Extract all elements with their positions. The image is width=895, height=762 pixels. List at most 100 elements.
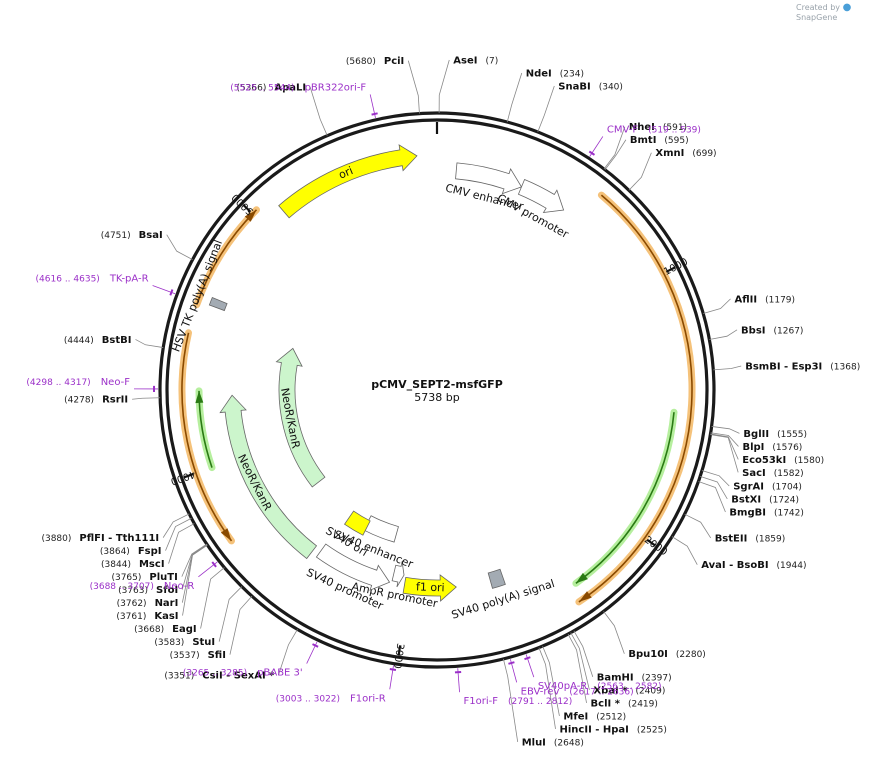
site-name: AflII xyxy=(735,294,758,305)
site-leader-bsmbi-esp3i xyxy=(713,365,742,371)
site-nari: NarI(3762) xyxy=(117,598,179,609)
site-leader-eagi xyxy=(200,567,225,629)
orf-arrowhead-3 xyxy=(244,209,257,222)
site-bbsi: BbsI(1267) xyxy=(741,325,803,336)
site-leader-rsrii xyxy=(132,397,161,400)
primer-leader-tk-pa-r xyxy=(152,285,176,295)
primer-name: CMV-F xyxy=(607,124,638,135)
site-bmgbi: BmgBI(1742) xyxy=(729,507,803,518)
feature-ampr-promoter xyxy=(391,561,405,588)
site-csii-sexai: CsiI - SexAI * (3351) xyxy=(164,671,275,682)
site-position: (2648) xyxy=(554,738,584,748)
primer-leader-pbr322ori-f xyxy=(369,94,376,118)
snapgene-logo-icon: ● xyxy=(842,2,852,13)
site-position: (1368) xyxy=(830,362,860,372)
tick-mark-1000 xyxy=(665,266,676,273)
site-bsai: BsaI(4751) xyxy=(101,230,163,241)
feature-sv40-promoter xyxy=(315,543,391,591)
site-position: (1576) xyxy=(772,443,802,453)
site-bglii: BglII(1555) xyxy=(743,429,807,440)
site-pflfi-tth111i: PflFI - Tth111I(3880) xyxy=(41,533,159,544)
site-leader-snabi xyxy=(537,85,555,133)
backbone-outer-strand xyxy=(158,111,716,669)
site-leader-apali xyxy=(309,86,328,136)
primer-cmv-f: CMV-F(519 .. 539) xyxy=(607,124,701,135)
site-name: AseI xyxy=(453,56,477,67)
site-name: MluI xyxy=(522,737,546,748)
primer-leader-f1ori-r xyxy=(389,665,394,690)
site-sfoi: SfoI(3763) xyxy=(118,585,178,596)
site-name: ApaLI xyxy=(274,83,306,94)
feature-label-ori: ori xyxy=(337,164,355,182)
primer-tk-pa-r: TK-pA-R(4616 .. 4635) xyxy=(36,274,149,285)
site-leader-bsteii xyxy=(684,513,712,539)
primer-name: F1ori-R xyxy=(350,693,386,704)
site-position: (699) xyxy=(692,149,716,159)
primer-f1ori-r: F1ori-R(3003 .. 3022) xyxy=(276,693,386,704)
site-name: BmgBI xyxy=(729,507,766,518)
site-position: (3763) xyxy=(118,586,148,596)
site-mlui: MluI (2648) xyxy=(522,737,584,748)
site-name: CsiI - SexAI * xyxy=(202,671,275,682)
site-leader-bcli xyxy=(567,633,587,703)
site-leader-bmti xyxy=(604,139,627,170)
orf-arrowhead-0 xyxy=(578,591,592,602)
site-name: SacI xyxy=(742,468,766,479)
feature-ori xyxy=(278,144,418,219)
site-apali: ApaLI(5366) xyxy=(236,83,306,94)
site-leader-nhei xyxy=(603,126,626,170)
site-position: (7) xyxy=(485,57,498,67)
site-leader-bstbi xyxy=(135,339,164,348)
primer-name: TK-pA-R xyxy=(109,274,149,285)
site-name: BglII xyxy=(743,429,769,440)
site-name: PflFI - Tth111I xyxy=(79,533,159,544)
tick-mark-5000 xyxy=(242,204,252,213)
primer-position: (4298 .. 4317) xyxy=(26,378,90,388)
backbone-inner-strand xyxy=(165,118,709,662)
site-name: NdeI xyxy=(526,69,552,80)
site-leader-xmni xyxy=(628,152,652,191)
site-leader-mlui xyxy=(502,658,519,742)
site-leader-bamhi xyxy=(573,630,594,678)
site-position: (340) xyxy=(599,83,623,93)
tick-label-2000: 2000 xyxy=(642,535,669,559)
tick-label-1000: 1000 xyxy=(662,257,690,278)
site-position: (4751) xyxy=(101,231,131,241)
site-position: (1859) xyxy=(755,534,785,544)
site-bstbi: BstBI(4444) xyxy=(64,335,132,346)
site-xbai: XbaI *(2409) xyxy=(593,685,665,696)
primer-position: (3265 .. 3285) xyxy=(183,669,247,679)
site-name: StuI xyxy=(192,637,215,648)
primer-position: (3688 .. 3707) xyxy=(90,582,154,592)
site-leader-bglii xyxy=(711,426,740,434)
site-name: BstXI xyxy=(731,494,761,505)
site-name: BstEII xyxy=(715,533,748,544)
site-name: BamHI xyxy=(597,672,634,683)
site-msci: MscI(3844) xyxy=(101,559,165,570)
site-name: MfeI xyxy=(563,711,588,722)
site-position: (2512) xyxy=(596,712,626,722)
site-mfei: MfeI (2512) xyxy=(563,711,626,722)
site-position: (3864) xyxy=(100,547,130,557)
feature-hsv-tk-poly-a-signal xyxy=(208,297,228,312)
site-position: (3351) xyxy=(164,672,194,682)
feature-cmv-promoter xyxy=(517,178,565,213)
site-bstxi: BstXI(1724) xyxy=(731,494,799,505)
primer-leader-sv40pa-r xyxy=(525,654,535,678)
site-bcli: BclI *(2419) xyxy=(591,698,658,709)
site-name: PciI xyxy=(384,56,404,67)
site-leader-sfii xyxy=(229,595,253,655)
site-xmni: XmnI(699) xyxy=(655,148,716,159)
feature-f1-ori xyxy=(402,574,457,602)
feature-label-neor-kanr-outer: NeoR/KanR xyxy=(235,452,275,513)
feature-neor-kanr-inner xyxy=(275,347,326,488)
site-position: (2525) xyxy=(637,725,667,735)
site-name: Eco53kI xyxy=(742,455,786,466)
site-bsmbi-esp3i: BsmBI - Esp3I(1368) xyxy=(745,361,860,372)
primer-neo-r: Neo-R(3688 .. 3707) xyxy=(90,581,195,592)
orf-arrowhead-1 xyxy=(575,572,588,584)
primer-leader-ebv-rev xyxy=(509,659,518,683)
site-leader-bmgbi xyxy=(698,481,726,513)
plasmid-length: 5738 bp xyxy=(414,391,459,404)
